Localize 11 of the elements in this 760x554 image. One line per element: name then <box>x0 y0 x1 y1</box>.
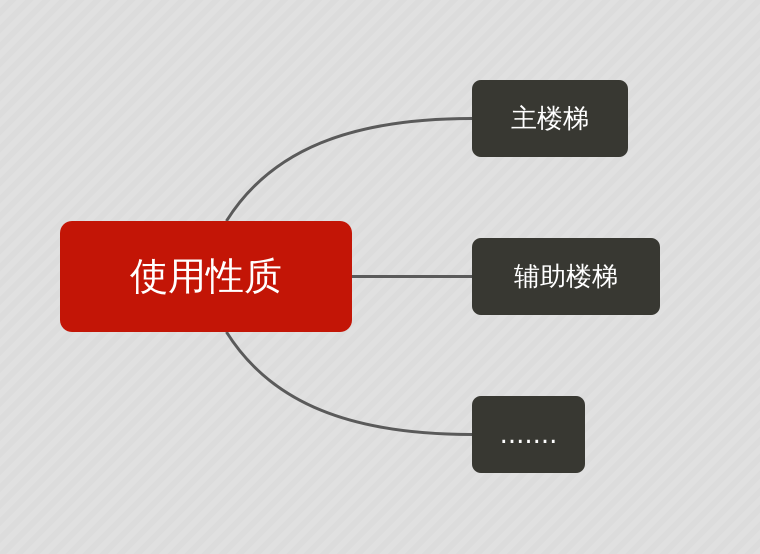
subtopic-box <box>472 396 585 473</box>
topic-label: ....... <box>500 420 558 450</box>
subtopic-box <box>472 238 660 315</box>
topic-label: 辅助楼梯 <box>514 261 618 294</box>
connector-line <box>352 275 472 278</box>
connector-line <box>225 117 472 222</box>
topic-label: 主楼梯 <box>511 103 589 136</box>
topic-label: 使用性质 <box>130 253 282 300</box>
subtopic-box <box>472 80 628 157</box>
connector-line <box>225 331 472 436</box>
central-topic-box <box>60 221 352 332</box>
